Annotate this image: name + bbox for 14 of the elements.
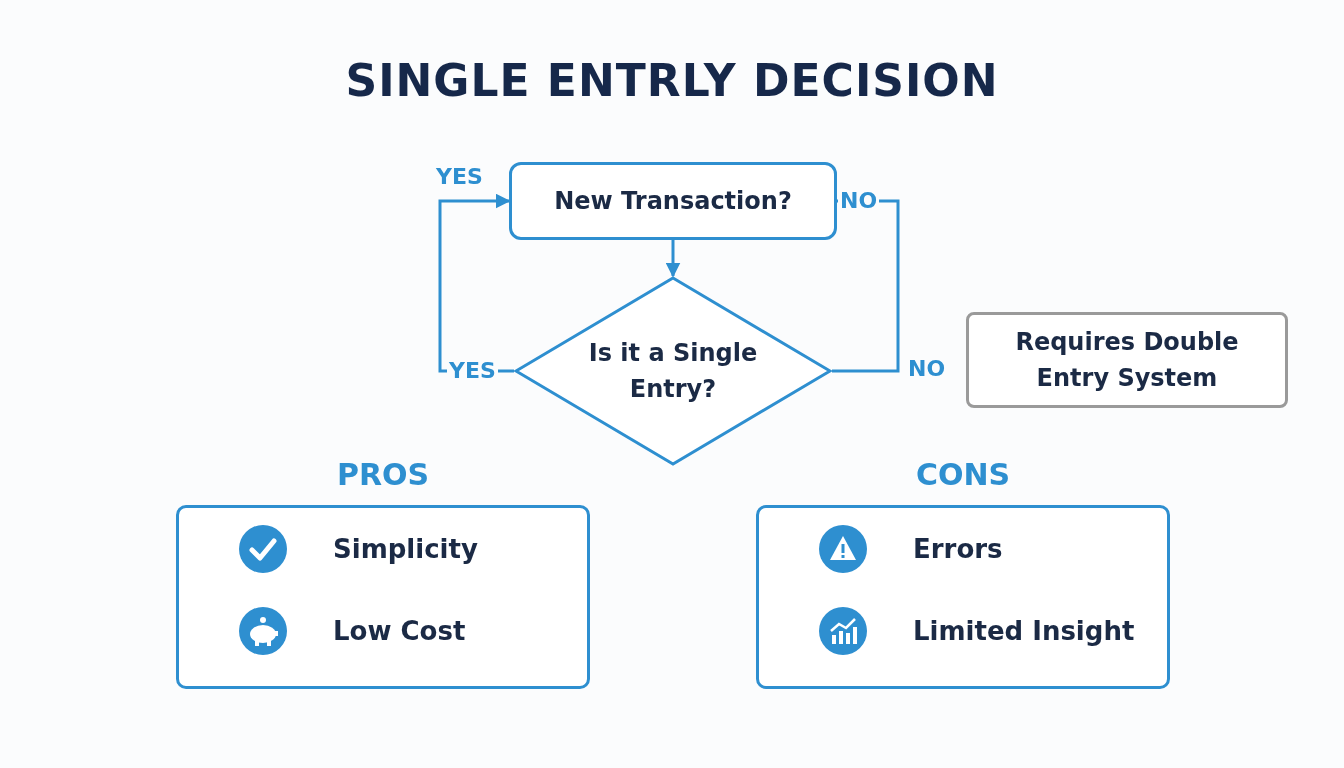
node-label: Requires Double Entry System — [1014, 327, 1240, 394]
panel-heading: CONS — [914, 457, 1012, 492]
list-item: Low Cost — [333, 616, 466, 646]
node-label: Is it a Single Entry? — [587, 338, 759, 405]
diagram-title: SINGLE ENTRLY DECISION — [344, 55, 1000, 106]
process-box — [509, 162, 837, 240]
panel-heading: PROS — [335, 457, 431, 492]
node-label: New Transaction? — [554, 187, 792, 215]
arrow — [665, 240, 681, 278]
list-item: Limited Insight — [913, 616, 1135, 646]
decision-diamond — [514, 276, 832, 466]
process-box — [966, 312, 1288, 408]
list-item: Errors — [913, 534, 1003, 564]
list-item: Simplicity — [333, 534, 478, 564]
